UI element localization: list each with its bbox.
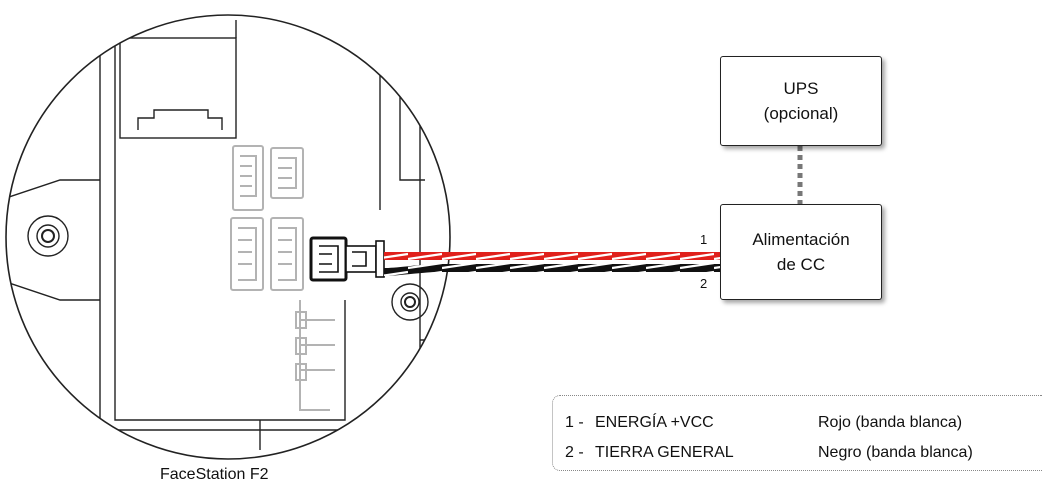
connector-plug-icon xyxy=(345,240,385,278)
power-connector xyxy=(309,236,348,282)
wire-legend: 1 - ENERGÍA +VCC Rojo (banda blanca) 2 - T… xyxy=(552,395,1042,471)
wire-2-number: 2 xyxy=(700,276,708,291)
wire-1-number: 1 xyxy=(700,232,708,247)
power-label-line2: de CC xyxy=(776,255,826,274)
legend-row: 1 - ENERGÍA +VCC Rojo (banda blanca) xyxy=(565,414,962,432)
ups-label-line2: (opcional) xyxy=(763,104,839,123)
wire-2-black xyxy=(383,264,720,276)
legend-color: Rojo (banda blanca) xyxy=(818,414,963,431)
legend-number: 2 - xyxy=(565,444,584,461)
legend-number: 1 - xyxy=(565,414,584,431)
legend-color: Negro (banda blanca) xyxy=(818,444,973,461)
ups-label-line1: UPS xyxy=(783,79,819,98)
legend-signal: ENERGÍA +VCC xyxy=(595,414,714,431)
legend-row: 2 - TIERRA GENERAL Negro (banda blanca) xyxy=(565,444,973,462)
power-label-line1: Alimentación xyxy=(752,230,850,249)
ups-box: UPS (opcional) xyxy=(720,56,882,146)
power-supply-box: Alimentación de CC xyxy=(720,204,882,300)
gray-connectors xyxy=(230,145,335,411)
legend-signal: TIERRA GENERAL xyxy=(595,444,734,461)
device-caption: FaceStation F2 xyxy=(160,466,269,483)
device-outline xyxy=(5,14,451,460)
